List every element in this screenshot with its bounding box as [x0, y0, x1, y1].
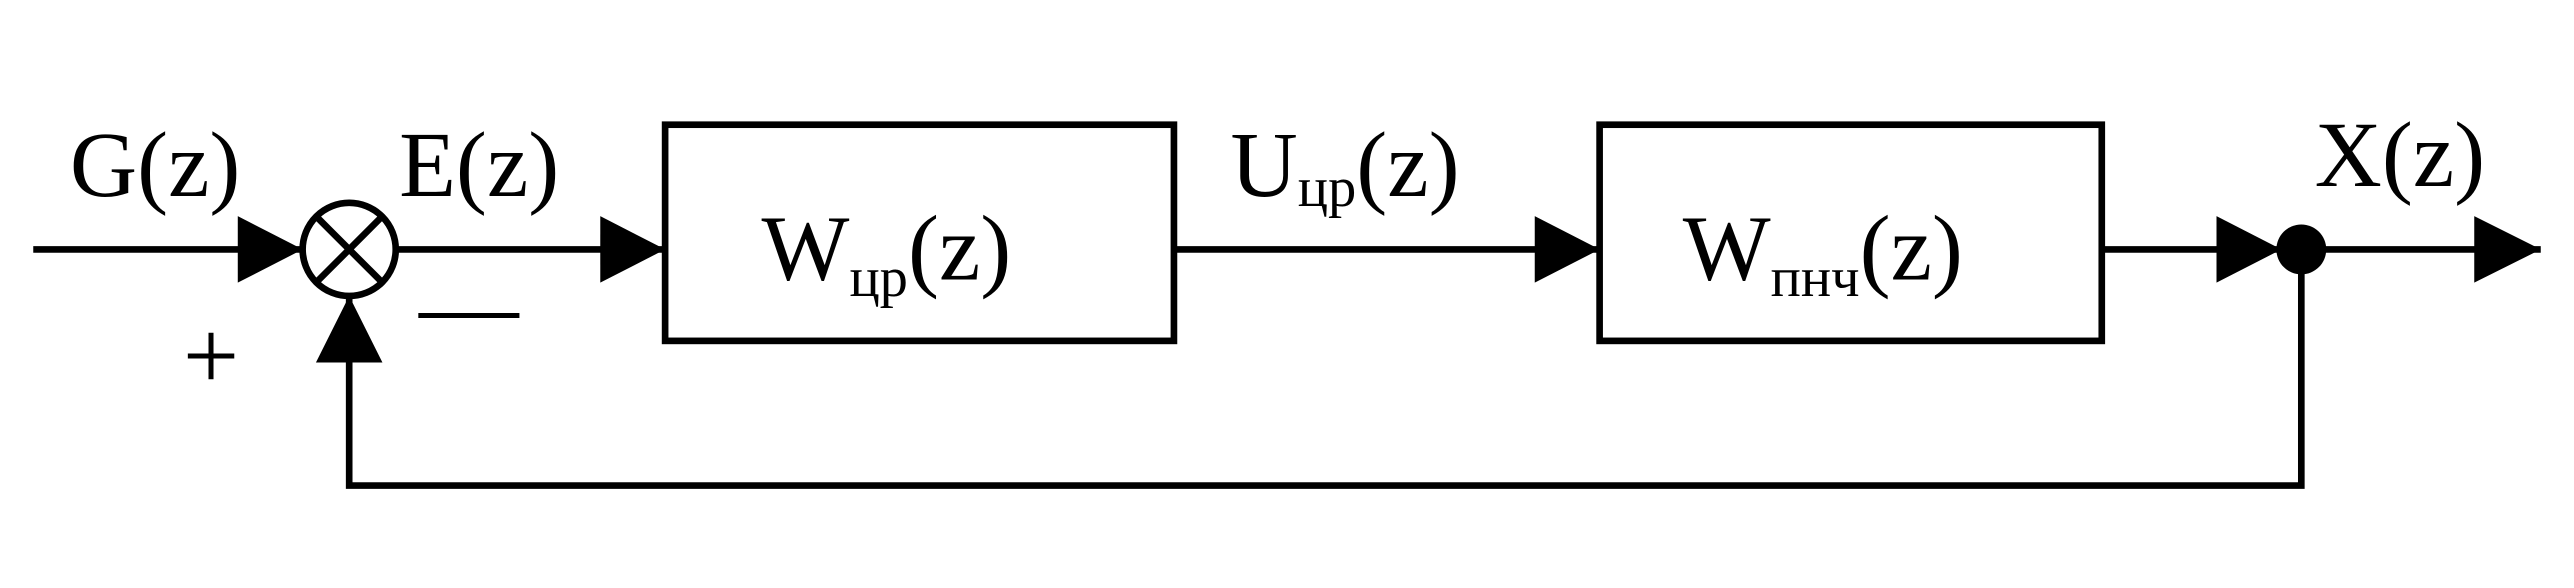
control-signal-arg: (z): [1356, 114, 1459, 217]
plant-block: [1596, 121, 2106, 345]
output-arrow: [2474, 216, 2541, 283]
controller-block-base: W: [762, 197, 850, 300]
control-signal-label: Uцр(z): [1230, 114, 1459, 219]
error-arrow: [600, 216, 666, 283]
plant-block-sub: пнч: [1771, 247, 1860, 309]
error-signal-label: E(z): [399, 114, 559, 217]
control-signal-base: U: [1230, 114, 1297, 217]
output-signal-label: X(z): [2315, 104, 2486, 207]
input-signal-label: G(z): [70, 114, 241, 217]
plant-output-arrow: [2216, 216, 2282, 283]
plant-block-label: Wпнч(z): [1683, 197, 1963, 309]
controller-block-label: Wцр(z): [762, 197, 1012, 309]
feedback-line: [345, 249, 2305, 489]
plus-sign: +: [183, 300, 239, 411]
control-signal-sub: цр: [1298, 157, 1357, 219]
minus-sign: —: [418, 250, 520, 361]
plant-block-arg: (z): [1860, 197, 1963, 300]
summing-junction: [299, 199, 400, 300]
plant-block-base: W: [1683, 197, 1771, 300]
feedback-arrow: [315, 295, 383, 363]
input-arrow: [237, 216, 303, 283]
controller-block-sub: цр: [849, 247, 908, 309]
controller-block: [661, 121, 1178, 345]
controller-block-arg: (z): [908, 197, 1011, 300]
control-signal-arrow: [1534, 216, 1600, 283]
